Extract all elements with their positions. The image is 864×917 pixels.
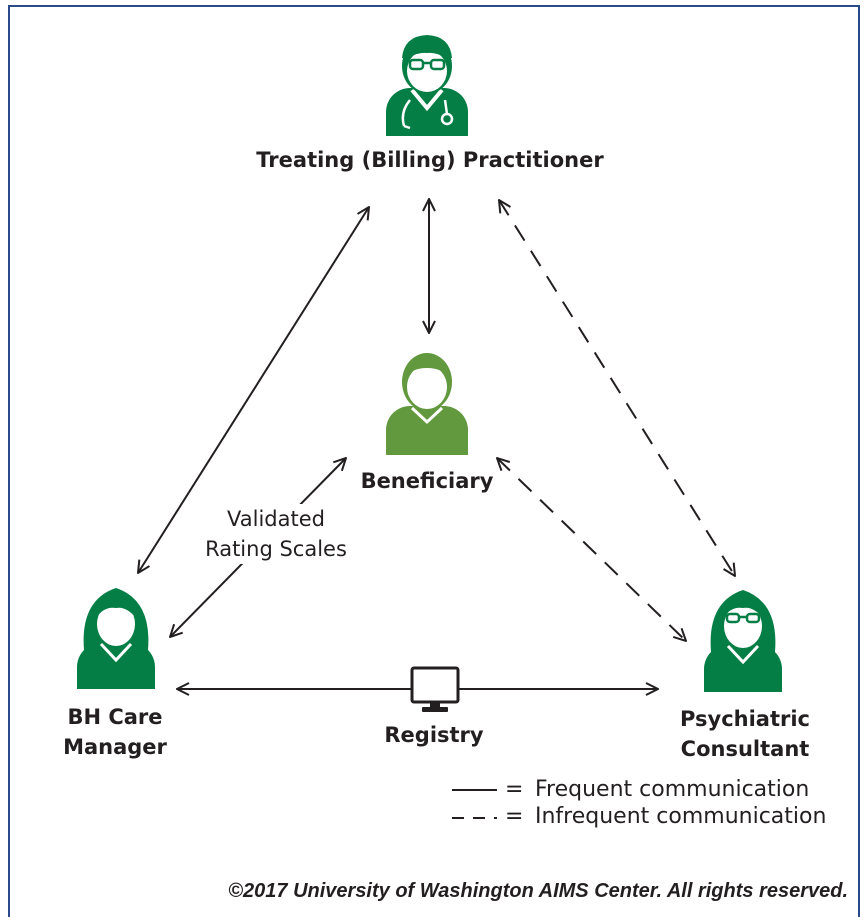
care-manager-label: BH Care Manager	[63, 705, 167, 759]
arrow-practitioner-consultant	[499, 200, 735, 576]
validated-rating-scales-note: Validated Rating Scales	[197, 504, 355, 564]
legend-dashed-symbol: =	[505, 804, 524, 829]
legend-dashed-text: Infrequent communication	[535, 804, 827, 829]
diagram-frame	[8, 5, 860, 917]
care-manager-icon	[77, 588, 155, 689]
practitioner-label: Treating (Billing) Practitioner	[256, 148, 604, 172]
beneficiary-label: Beneficiary	[360, 469, 494, 493]
practitioner-icon	[386, 35, 468, 136]
copyright-notice: ©2017 University of Washington AIMS Cent…	[228, 880, 848, 902]
consultant-icon	[704, 590, 782, 692]
beneficiary-icon	[386, 353, 468, 455]
legend-solid-text: Frequent communication	[535, 777, 810, 802]
consultant-label: Psychiatric Consultant	[679, 707, 811, 761]
registry-label: Registry	[384, 723, 484, 747]
registry-monitor-icon	[410, 666, 460, 712]
legend-solid-symbol: =	[505, 777, 524, 802]
arrow-beneficiary-consultant	[497, 458, 686, 641]
